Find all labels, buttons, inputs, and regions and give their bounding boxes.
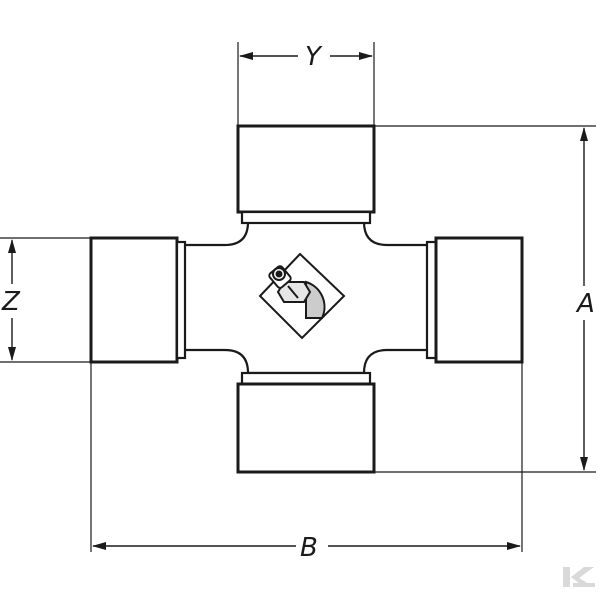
bottom-bearing-cup [236, 371, 376, 474]
brand-logo-icon [563, 567, 595, 587]
dimension-label-a: A [575, 289, 595, 319]
grease-nipple-icon [258, 252, 346, 340]
top-bearing-cup [236, 124, 376, 225]
dimension-label-b: B [300, 533, 318, 563]
right-bearing-cup [425, 236, 524, 364]
left-bearing-cup [89, 236, 187, 364]
dimension-label-y: Y [305, 42, 323, 72]
dimension-label-z: Z [1, 287, 21, 317]
extension-lines [0, 42, 596, 552]
